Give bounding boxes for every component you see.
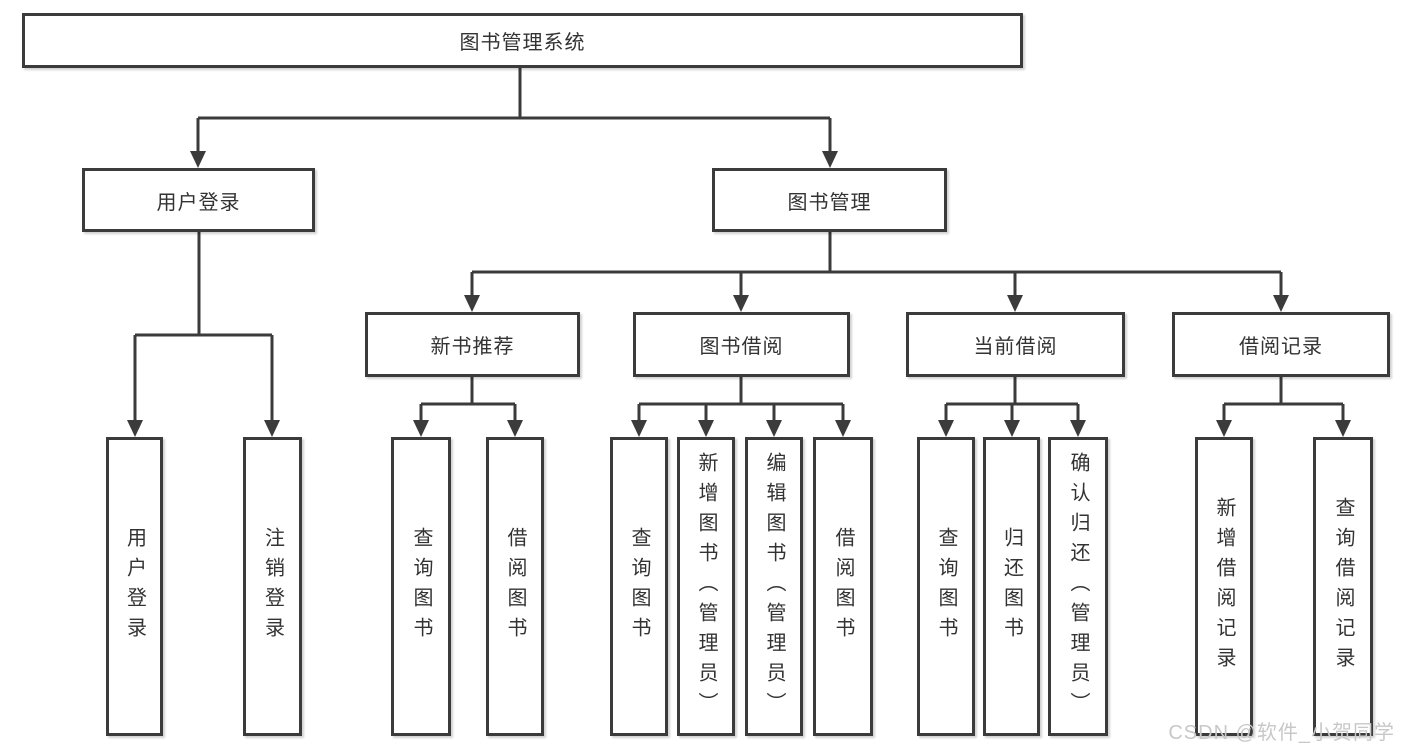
connector-borrow-record — [1216, 377, 1351, 437]
leaf-borrow-query-books: 查询图书 — [610, 437, 668, 736]
connector-new-book — [413, 377, 523, 437]
leaf-user-login: 用户登录 — [106, 437, 163, 736]
connector-book-borrow — [631, 377, 851, 437]
node-borrow-record: 借阅记录 — [1172, 312, 1390, 377]
connector-user-login — [127, 232, 280, 437]
connector-book-management — [464, 232, 1289, 312]
connector-current-borrow — [938, 377, 1086, 437]
leaf-borrow-edit-books-admin: 编辑图书（管理员） — [745, 437, 803, 736]
leaf-borrow-add-books-admin: 新增图书（管理员） — [677, 437, 735, 736]
node-root-system: 图书管理系统 — [22, 13, 1023, 68]
node-current-borrow: 当前借阅 — [906, 312, 1125, 377]
node-user-login-module: 用户登录 — [82, 168, 315, 232]
leaf-record-add-record: 新增借阅记录 — [1195, 437, 1253, 736]
leaf-current-return-books: 归还图书 — [983, 437, 1040, 736]
connector-root — [190, 68, 838, 168]
node-new-book-recommend: 新书推荐 — [365, 312, 580, 377]
leaf-newbook-borrow-books: 借阅图书 — [486, 437, 544, 736]
leaf-newbook-query-books: 查询图书 — [391, 437, 451, 736]
leaf-borrow-borrow-books: 借阅图书 — [813, 437, 873, 736]
leaf-current-confirm-return-admin: 确认归还（管理员） — [1048, 437, 1108, 736]
node-book-borrow: 图书借阅 — [633, 312, 850, 377]
leaf-current-query-books: 查询图书 — [917, 437, 975, 736]
node-book-management-module: 图书管理 — [712, 168, 947, 232]
leaf-record-query-record: 查询借阅记录 — [1313, 437, 1373, 736]
leaf-logout: 注销登录 — [243, 437, 302, 736]
